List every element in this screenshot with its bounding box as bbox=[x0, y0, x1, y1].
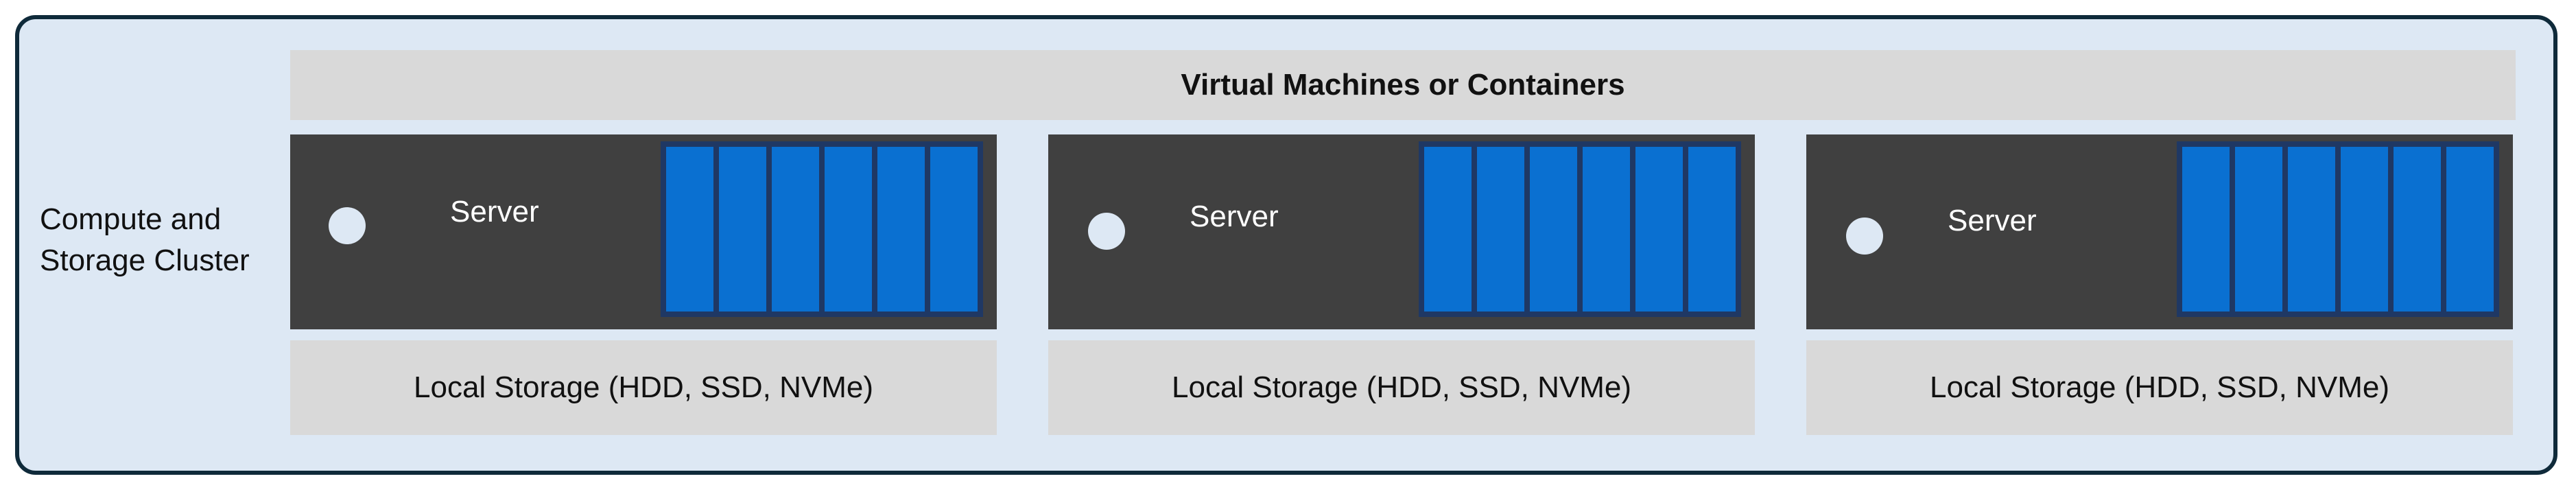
local-storage-label: Local Storage (HDD, SSD, NVMe) bbox=[414, 370, 873, 404]
local-storage-label: Local Storage (HDD, SSD, NVMe) bbox=[1172, 370, 1631, 404]
drive-slot bbox=[930, 147, 978, 311]
drive-slot bbox=[2394, 147, 2441, 311]
power-led-icon bbox=[1846, 217, 1883, 255]
drive-slot bbox=[772, 147, 819, 311]
drive-bay bbox=[661, 141, 983, 317]
drive-slot bbox=[1688, 147, 1736, 311]
server-2: Server bbox=[1048, 134, 1755, 329]
drive-slot bbox=[1424, 147, 1472, 311]
drive-slot bbox=[1530, 147, 1577, 311]
drive-bay bbox=[1419, 141, 1741, 317]
local-storage-2: Local Storage (HDD, SSD, NVMe) bbox=[1048, 340, 1755, 435]
local-storage-1: Local Storage (HDD, SSD, NVMe) bbox=[290, 340, 997, 435]
drive-slot bbox=[2182, 147, 2230, 311]
drive-slot bbox=[666, 147, 713, 311]
drive-slot bbox=[877, 147, 925, 311]
server-label: Server bbox=[1948, 204, 2037, 237]
server-label: Server bbox=[1190, 200, 1279, 233]
power-led-icon bbox=[329, 207, 366, 244]
server-3: Server bbox=[1806, 134, 2513, 329]
local-storage-3: Local Storage (HDD, SSD, NVMe) bbox=[1806, 340, 2513, 435]
drive-bay bbox=[2177, 141, 2499, 317]
server-1: Server bbox=[290, 134, 997, 329]
server-label: Server bbox=[450, 195, 539, 228]
drive-slot bbox=[2446, 147, 2494, 311]
drive-slot bbox=[2235, 147, 2282, 311]
drive-slot bbox=[1583, 147, 1630, 311]
local-storage-label: Local Storage (HDD, SSD, NVMe) bbox=[1930, 370, 2389, 404]
vm-layer-label: Virtual Machines or Containers bbox=[1181, 68, 1625, 102]
drive-slot bbox=[825, 147, 872, 311]
cluster-label: Compute and Storage Cluster bbox=[40, 202, 250, 277]
power-led-icon bbox=[1088, 213, 1125, 250]
drive-slot bbox=[1635, 147, 1683, 311]
drive-slot bbox=[1477, 147, 1524, 311]
drive-slot bbox=[2288, 147, 2335, 311]
drive-slot bbox=[2341, 147, 2388, 311]
drive-slot bbox=[719, 147, 766, 311]
vm-layer: Virtual Machines or Containers bbox=[290, 50, 2516, 120]
